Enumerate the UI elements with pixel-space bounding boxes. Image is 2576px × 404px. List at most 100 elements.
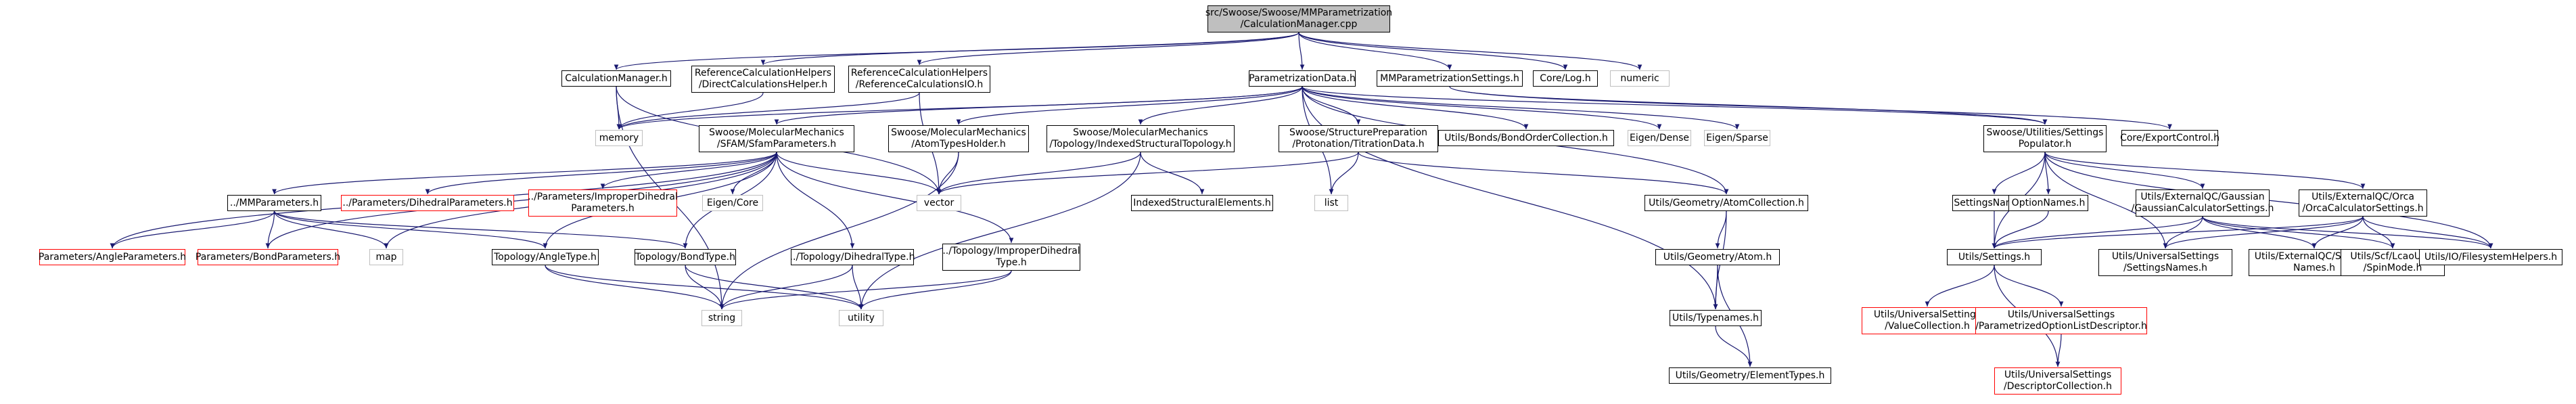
include-edge <box>2202 216 2317 249</box>
node-titrationdata-h[interactable]: Swoose/StructurePreparation/Protonation/… <box>1279 125 1438 152</box>
node-numeric: numeric <box>1610 70 1670 87</box>
include-edge <box>2044 152 2205 189</box>
include-edge <box>425 152 777 195</box>
node-typenames-h[interactable]: Utils/Typenames.h <box>1670 310 1762 326</box>
node-core-log-h[interactable]: Core/Log.h <box>1533 70 1598 87</box>
node-atom-h[interactable]: Utils/Geometry/Atom.h <box>1655 249 1780 265</box>
node-angletype-h[interactable]: Topology/AngleType.h <box>492 249 599 265</box>
include-edge <box>2044 152 2366 189</box>
node-label: ../MMParameters.h <box>229 197 319 208</box>
node-label-line: ReferenceCalculationHelpers <box>850 68 988 78</box>
include-edge <box>110 210 275 249</box>
node-label: MMParametrizationSettings.h <box>1380 72 1519 84</box>
include-edge <box>1298 32 1568 70</box>
node-label: ParametrizationData.h <box>1249 72 1356 84</box>
node-label-line: Parameters.h <box>571 203 635 214</box>
node-label: utility <box>848 312 875 323</box>
node-label-line: /DescriptorCollection.h <box>2003 381 2112 392</box>
node-label: Utils/Bonds/BondOrderCollection.h <box>1444 132 1608 143</box>
node-indexedstructuralelements-h[interactable]: IndexedStructuralElements.h <box>1131 195 1273 211</box>
node-referencecalculationsio-h[interactable]: ReferenceCalculationHelpers/ReferenceCal… <box>848 66 990 93</box>
node-label-line: Utils/UniversalSettings <box>1873 309 1981 320</box>
node-bondtype-h[interactable]: Topology/BondType.h <box>635 249 736 265</box>
node-bondordercollection-h[interactable]: Utils/Bonds/BondOrderCollection.h <box>1438 130 1614 146</box>
node-label-line: /CalculationManager.cpp <box>1240 19 1358 30</box>
include-edge <box>2362 216 2395 249</box>
node-parametrizationdata-h[interactable]: ParametrizationData.h <box>1249 70 1356 87</box>
include-edge <box>2055 334 2062 367</box>
node-label: Eigen/Core <box>706 197 759 208</box>
node-label-line: Utils/Scf/LcaoUtils <box>2350 251 2435 262</box>
node-label: Eigen/Sparse <box>1706 132 1768 143</box>
include-edge <box>265 210 275 249</box>
include-edge <box>2202 216 2395 249</box>
node-sfamparameters-h[interactable]: Swoose/MolecularMechanics/SFAM/SfamParam… <box>699 125 854 152</box>
include-edge <box>2163 216 2364 249</box>
include-edge <box>1925 265 1995 307</box>
node-label-line: /DirectCalculationsHelper.h <box>698 79 828 90</box>
node-label: memory <box>599 132 639 143</box>
include-edge <box>776 152 855 249</box>
node-label-line: /SettingsNames.h <box>2123 263 2208 273</box>
node-indexedstructuraltopology-h[interactable]: Swoose/MolecularMechanics/Topology/Index… <box>1046 125 1235 152</box>
node-atomcollection-h[interactable]: Utils/Geometry/AtomCollection.h <box>1644 195 1808 211</box>
node-mmparameters-h[interactable]: ../MMParameters.h <box>227 195 321 211</box>
include-edge <box>1715 210 1727 249</box>
include-edge <box>1298 32 1305 70</box>
include-edge <box>1302 86 1662 130</box>
node-eigen-core: Eigen/Core <box>702 195 763 211</box>
node-vector: vector <box>917 195 961 211</box>
include-edge <box>1992 210 2049 249</box>
node-label: Utils/Geometry/ElementTypes.h <box>1675 369 1825 381</box>
node-eigen-sparse: Eigen/Sparse <box>1704 130 1770 146</box>
include-edge <box>858 270 1012 310</box>
include-edge <box>2202 216 2493 249</box>
include-edge <box>1302 86 1740 130</box>
node-gaussiancalculatorsettings-h[interactable]: Utils/ExternalQC/Gaussian/GaussianCalcul… <box>2132 189 2274 217</box>
node-label: string <box>708 312 736 323</box>
node-label-line: /ValueCollection.h <box>1885 321 1970 332</box>
node-descriptorcollection-h: Utils/UniversalSettings/DescriptorCollec… <box>1994 367 2121 395</box>
node-string: string <box>702 310 742 326</box>
node-label-line: ../Parameters/ImproperDihedral <box>528 192 678 202</box>
node-label: CalculationManager.h <box>565 72 668 84</box>
node-directcalculationshelper-h[interactable]: ReferenceCalculationHelpers/DirectCalcul… <box>691 66 835 93</box>
node-dihedraltype-h[interactable]: ../Topology/DihedralType.h <box>790 249 915 265</box>
node-label: map <box>375 251 397 263</box>
include-edge <box>1358 152 1729 195</box>
node-label: vector <box>923 197 954 208</box>
node-calculationmanager-h[interactable]: CalculationManager.h <box>561 70 671 87</box>
node-parametrizedoptionlistdescriptor-h: Utils/UniversalSettings/ParametrizedOpti… <box>1975 307 2147 334</box>
node-orcacalculatorsettings-h[interactable]: Utils/ExternalQC/Orca/OrcaCalculatorSett… <box>2299 189 2427 217</box>
node-label: Eigen/Dense <box>1630 132 1689 143</box>
include-edge <box>1992 152 2046 195</box>
node-optionnames-h[interactable]: OptionNames.h <box>2008 195 2088 211</box>
node-atomtypesholder-h[interactable]: Swoose/MolecularMechanics/AtomTypesHolde… <box>888 125 1029 152</box>
node-label: Utils/IO/FilesystemHelpers.h <box>2424 251 2558 263</box>
node-exportcontrol-h[interactable]: Core/ExportControl.h <box>2120 130 2220 146</box>
node-angleparameters-h: Parameters/AngleParameters.h <box>39 249 186 265</box>
node-universalsettings-settingsnames-h[interactable]: Utils/UniversalSettings/SettingsNames.h <box>2098 249 2232 276</box>
node-label-line: Swoose/MolecularMechanics <box>709 127 844 138</box>
include-edge <box>1994 265 2064 307</box>
node-label-line: ../Topology/ImproperDihedral <box>942 246 1080 256</box>
node-utils-settings-h[interactable]: Utils/Settings.h <box>1947 249 2042 265</box>
node-elementtypes-h[interactable]: Utils/Geometry/ElementTypes.h <box>1669 367 1831 384</box>
include-edge <box>719 265 853 310</box>
node-mmparametrizationsettings-h[interactable]: MMParametrizationSettings.h <box>1377 70 1523 87</box>
include-edge <box>2044 152 2168 249</box>
node-label: numeric <box>1620 72 1659 84</box>
node-label-line: Utils/ExternalQC/Orca <box>2312 192 2414 202</box>
node-label: Core/Log.h <box>1540 72 1591 84</box>
node-label-line: /Protonation/TitrationData.h <box>1292 139 1425 150</box>
include-edge <box>545 265 724 310</box>
node-filesystemhelpers-h[interactable]: Utils/IO/FilesystemHelpers.h <box>2419 249 2562 265</box>
include-edge <box>1449 86 2172 130</box>
node-label: Topology/AngleType.h <box>494 251 597 263</box>
node-label: ../Parameters/DihedralParameters.h <box>342 197 513 208</box>
node-label-line: Names.h <box>2293 263 2335 273</box>
include-edge <box>1992 216 2364 249</box>
